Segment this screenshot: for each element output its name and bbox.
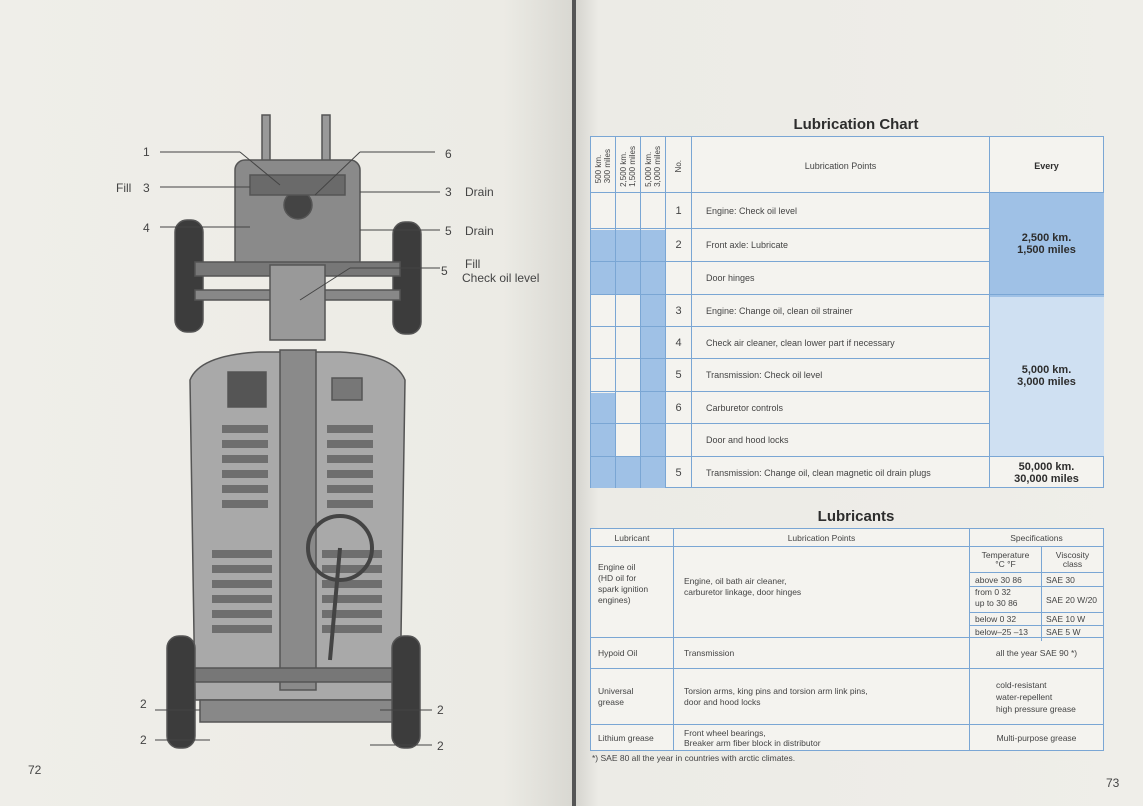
lub-engine-oil-t2: from 0 32 up to 30 86 — [975, 587, 1018, 608]
row-8-no — [666, 424, 691, 456]
header-interval-5000: 5,000 km.3,000 miles — [644, 145, 662, 187]
row-6-point: Transmission: Check oil level — [706, 370, 823, 380]
callout-3-right: 3 — [445, 185, 452, 199]
interval-50000: 50,000 km. 30,000 miles — [1014, 460, 1079, 485]
left-page: 1 Fill 3 4 2 2 6 3 Drain 5 Drain 5 Fill … — [0, 0, 572, 806]
lub-engine-oil-t3: below 0 32 — [975, 614, 1017, 624]
lub-universal-points: Torsion arms, king pins and torsion arm … — [684, 685, 868, 707]
interval-2500: 2,500 km. 1,500 miles — [1017, 231, 1076, 256]
right-page: Lubrication Chart 500 km.300 miles 2,500… — [576, 0, 1143, 806]
lub-engine-oil-v1: SAE 30 — [1046, 574, 1075, 585]
row-9-point: Transmission: Change oil, clean magnetic… — [706, 467, 931, 478]
header-interval-500: 500 km.300 miles — [594, 148, 612, 184]
callout-3-left: 3 — [143, 181, 150, 195]
page-number-left: 72 — [28, 763, 42, 777]
lub-lithium-name: Lithium grease — [598, 732, 654, 743]
row-3-point: Door hinges — [706, 273, 755, 283]
lub-hypoid-name: Hypoid Oil — [598, 648, 638, 658]
callout-fill-word: Fill — [116, 181, 132, 195]
lubricants-footnote: *) SAE 80 all the year in countries with… — [592, 753, 796, 763]
chassis-diagram — [166, 114, 422, 749]
lub-hypoid-spec: all the year SAE 90 *) — [995, 648, 1078, 658]
callout-check-oil-level: Check oil level — [462, 271, 540, 285]
callout-6: 6 — [445, 147, 452, 161]
lub-engine-oil-points: Engine, oil bath air cleaner, carburetor… — [684, 576, 802, 597]
lub-lithium-spec: Multi-purpose grease — [996, 732, 1077, 743]
lub-engine-oil-v3: SAE 10 W — [1046, 614, 1086, 624]
row-5-no: 4 — [675, 336, 682, 349]
callout-1: 1 — [143, 145, 150, 159]
lub-engine-oil-t4: below–25 –13 — [975, 627, 1028, 637]
lubrication-chart-title: Lubrication Chart — [793, 116, 919, 133]
lubricants-table — [590, 528, 1104, 751]
lub-engine-oil-v2: SAE 20 W/20 — [1046, 594, 1098, 605]
page-number-right: 73 — [1106, 776, 1120, 790]
lub-header-points: Lubrication Points — [787, 532, 856, 543]
row-5-point: Check air cleaner, clean lower part if n… — [706, 337, 895, 348]
callout-5-upper: 5 — [445, 224, 452, 238]
lubrication-chart-table — [590, 136, 1104, 488]
row-6-no: 5 — [675, 369, 682, 381]
row-7-no: 6 — [675, 401, 682, 414]
row-4-no: 3 — [675, 304, 682, 317]
row-2-point: Front axle: Lubricate — [706, 240, 789, 250]
callout-4: 4 — [143, 221, 150, 235]
lub-engine-oil-name: Engine oil (HD oil for spark ignition en… — [598, 562, 649, 605]
row-4-point: Engine: Change oil, clean oil strainer — [706, 305, 853, 316]
lub-header-visc: Viscosity class — [1055, 549, 1090, 569]
callout-2-right-upper: 2 — [437, 703, 444, 717]
row-3-no — [666, 262, 691, 294]
callout-2-right-lower: 2 — [437, 739, 444, 753]
lub-engine-oil-v4: SAE 5 W — [1046, 627, 1081, 637]
row-2-no: 2 — [675, 239, 682, 251]
lub-header-temp: Temperature °C °F — [981, 549, 1030, 569]
lub-header-specs: Specifications — [1010, 532, 1063, 543]
book-spine — [572, 0, 576, 806]
callout-2-left-lower: 2 — [140, 733, 147, 747]
header-every: Every — [1034, 161, 1059, 171]
header-interval-2500: 2,500 km.1,500 miles — [619, 145, 637, 187]
callout-drain-1: Drain — [465, 185, 494, 199]
callout-5-lower: 5 — [441, 264, 448, 278]
lub-universal-spec: cold-resistant water-repellent high pres… — [996, 679, 1076, 714]
interval-5000: 5,000 km. 3,000 miles — [1017, 363, 1076, 388]
header-no: No. — [674, 159, 683, 173]
lub-header-lubricant: Lubricant — [614, 532, 650, 543]
row-1-no: 1 — [675, 204, 682, 217]
row-1-point: Engine: Check oil level — [706, 205, 798, 216]
row-7-point: Carburetor controls — [706, 402, 784, 413]
header-lubrication-points: Lubrication Points — [804, 161, 877, 171]
callout-2-left-upper: 2 — [140, 697, 147, 711]
lub-lithium-points: Front wheel bearings, Breaker arm fiber … — [684, 727, 821, 748]
lub-engine-oil-t1: above 30 86 — [975, 574, 1022, 585]
callout-drain-2: Drain — [465, 224, 494, 238]
row-8-point: Door and hood locks — [706, 435, 789, 445]
lubricants-title: Lubricants — [817, 508, 895, 525]
lub-hypoid-points: Transmission — [684, 648, 735, 658]
row-9-no: 5 — [675, 466, 682, 479]
callout-fill-word-right: Fill — [465, 257, 481, 271]
lub-universal-name: Universal grease — [598, 685, 634, 707]
